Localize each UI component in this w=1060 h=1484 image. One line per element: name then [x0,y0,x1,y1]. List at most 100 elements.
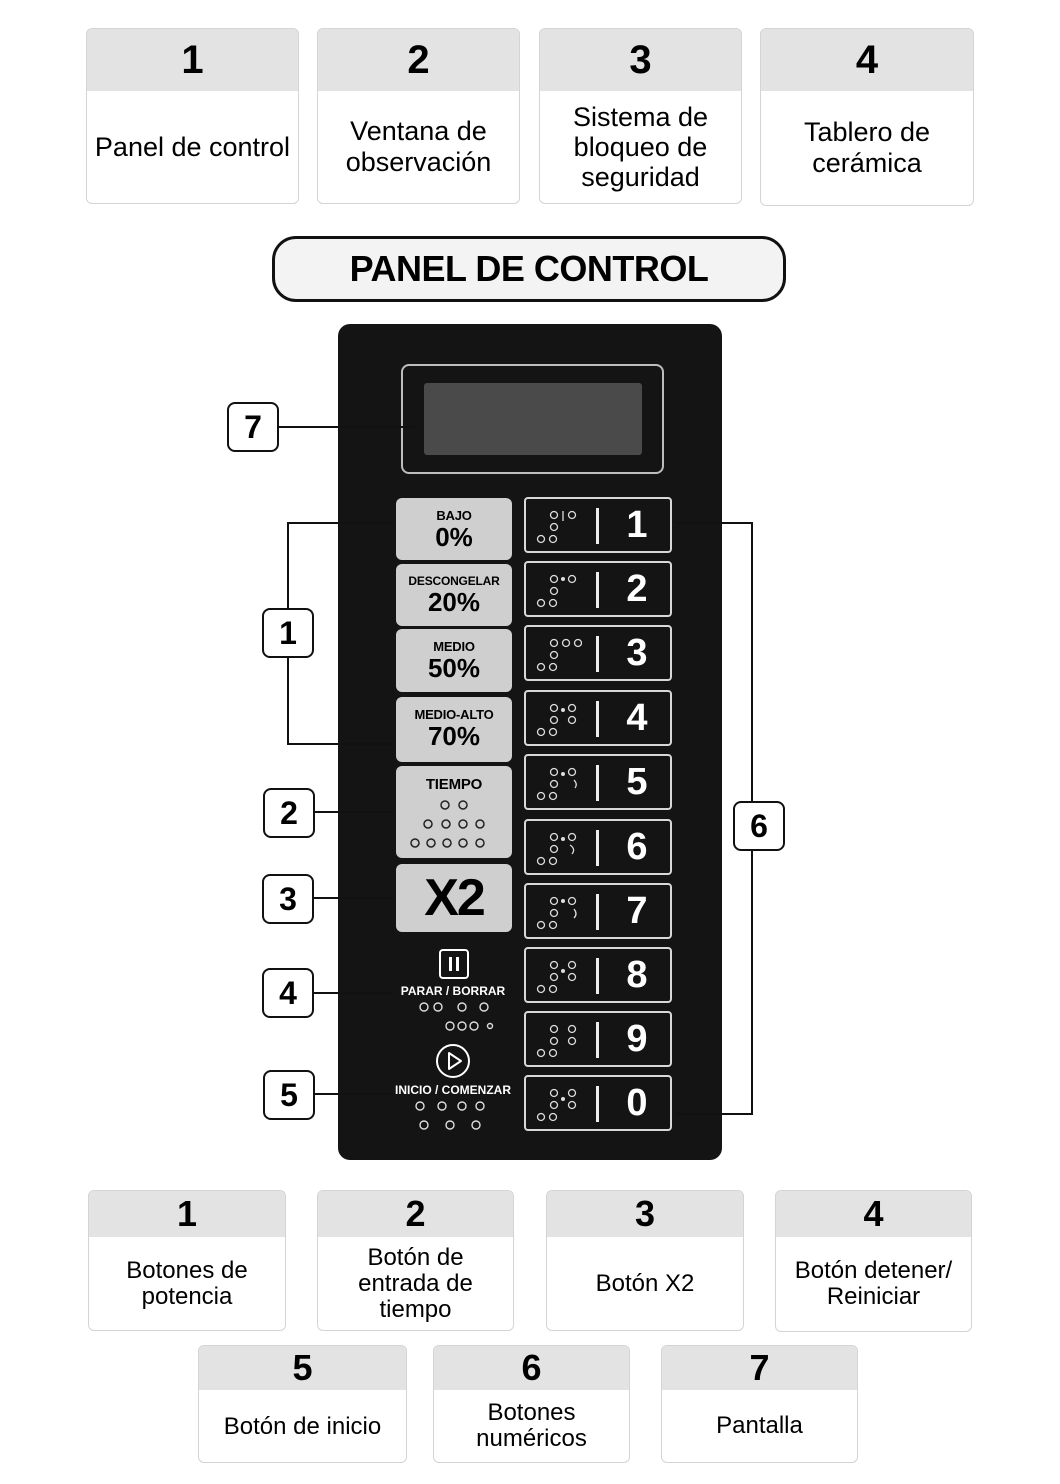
braille-dots-icon [536,767,577,801]
number-button-9[interactable]: 9 [524,1011,672,1067]
legend-number: 4 [761,29,973,91]
braille-dots-icon [536,896,577,930]
braille-dots-icon [410,800,485,848]
number-button-2[interactable]: 2 [524,561,672,617]
power-button-medium-high[interactable]: MEDIO-ALTO 70% [396,697,512,762]
legend-number: 1 [89,1191,285,1237]
number-digit: 9 [626,1017,648,1060]
legend-card-display: 7 Pantalla [661,1345,858,1463]
braille-dots-icon [536,703,577,737]
power-button-medium[interactable]: MEDIO 50% [396,629,512,692]
power-button-defrost[interactable]: DESCONGELAR 20% [396,564,512,626]
legend-text: Botón de inicio [223,1412,382,1440]
legend-number: 2 [318,1191,513,1237]
callout-2: 2 [263,788,315,838]
legend-number: 5 [199,1346,406,1390]
separator [596,765,599,801]
separator [596,958,599,994]
legend-text: Sistema de bloqueo de seguridad [572,102,709,192]
page-title: PANEL DE CONTROL [272,236,786,302]
power-button-value: 70% [427,721,481,751]
number-digit: 8 [626,953,648,996]
number-digit: 0 [626,1081,648,1124]
legend-number: 4 [776,1191,971,1237]
legend-text: Ventana de observación [345,116,492,177]
callout-7: 7 [227,402,279,452]
legend-text: Botón X2 [595,1269,695,1297]
start-label: INICIO / COMENZAR [395,1083,511,1097]
legend-card-ceramic-tray: 4 Tablero de cerámica [760,28,974,206]
x2-button[interactable]: X2 [396,864,512,932]
number-digit: 7 [626,889,648,932]
number-button-4[interactable]: 4 [524,690,672,746]
braille-dots-icon [536,960,577,994]
separator [596,830,599,866]
braille-dots-icon [536,574,577,608]
power-button-label: DESCONGELAR [408,574,500,588]
number-button-8[interactable]: 8 [524,947,672,1003]
callout-4: 4 [262,968,314,1018]
display-frame [401,364,664,474]
control-panel: BAJO 0% DESCONGELAR 20% MEDIO 50% MEDIO-… [338,324,722,1160]
legend-card-safety-lock: 3 Sistema de bloqueo de seguridad [539,28,742,204]
braille-dots-icon [536,1024,577,1058]
braille-dots-icon [536,510,577,544]
legend-number: 2 [318,29,519,91]
power-button-low[interactable]: BAJO 0% [396,498,512,560]
callout-1: 1 [262,608,314,658]
legend-number: 1 [87,29,298,91]
separator [596,508,599,544]
number-digit: 2 [626,567,648,610]
number-button-5[interactable]: 5 [524,754,672,810]
legend-card-panel-control: 1 Panel de control [86,28,299,204]
number-button-3[interactable]: 3 [524,625,672,681]
braille-dots-icon [536,1088,577,1122]
separator [596,701,599,737]
legend-card-stop-reset-button: 4 Botón detener/ Reiniciar [775,1190,972,1332]
number-digit: 5 [626,760,648,803]
braille-dots-icon [536,638,582,672]
play-icon[interactable] [435,1043,471,1079]
power-button-label: MEDIO-ALTO [414,707,494,722]
number-button-1[interactable]: 1 [524,497,672,553]
legend-card-power-buttons: 1 Botones de potencia [88,1190,286,1331]
legend-number: 3 [540,29,741,91]
legend-text: Panel de control [94,131,291,162]
number-button-0[interactable]: 0 [524,1075,672,1131]
callout-3: 3 [262,874,314,924]
separator [596,1086,599,1122]
callout-5: 5 [263,1070,315,1120]
pause-icon[interactable] [438,948,470,980]
time-button[interactable]: TIEMPO [396,766,512,858]
separator [596,636,599,672]
stop-clear-label: PARAR / BORRAR [400,984,506,998]
braille-dots-icon [419,1002,494,1031]
legend-card-start-button: 5 Botón de inicio [198,1345,407,1463]
number-button-6[interactable]: 6 [524,819,672,875]
separator [596,894,599,930]
legend-text: Botones de potencia [126,1256,248,1310]
number-button-7[interactable]: 7 [524,883,672,939]
braille-dots-icon [536,832,577,866]
number-digit: 1 [626,503,648,546]
separator [596,572,599,608]
legend-card-time-button: 2 Botón de entrada de tiempo [317,1190,514,1331]
legend-card-number-buttons: 6 Botones numéricos [433,1345,630,1463]
legend-text: Botón de entrada de tiempo [358,1243,473,1323]
legend-text: Pantalla [716,1412,803,1439]
legend-card-observation-window: 2 Ventana de observación [317,28,520,204]
number-digit: 4 [626,696,648,739]
legend-text: Botón detener/ Reiniciar [794,1257,953,1310]
braille-dots-icon [415,1101,485,1130]
callout-6: 6 [733,801,785,851]
legend-number: 7 [662,1346,857,1390]
time-button-label: TIEMPO [425,776,483,793]
power-button-value: 20% [427,587,481,617]
power-button-label: MEDIO [433,639,475,654]
display-screen [424,383,642,455]
power-button-value: 0% [435,522,473,552]
separator [596,1022,599,1058]
legend-number: 6 [434,1346,629,1390]
legend-card-x2-button: 3 Botón X2 [546,1190,744,1331]
legend-text: Tablero de cerámica [803,117,931,178]
